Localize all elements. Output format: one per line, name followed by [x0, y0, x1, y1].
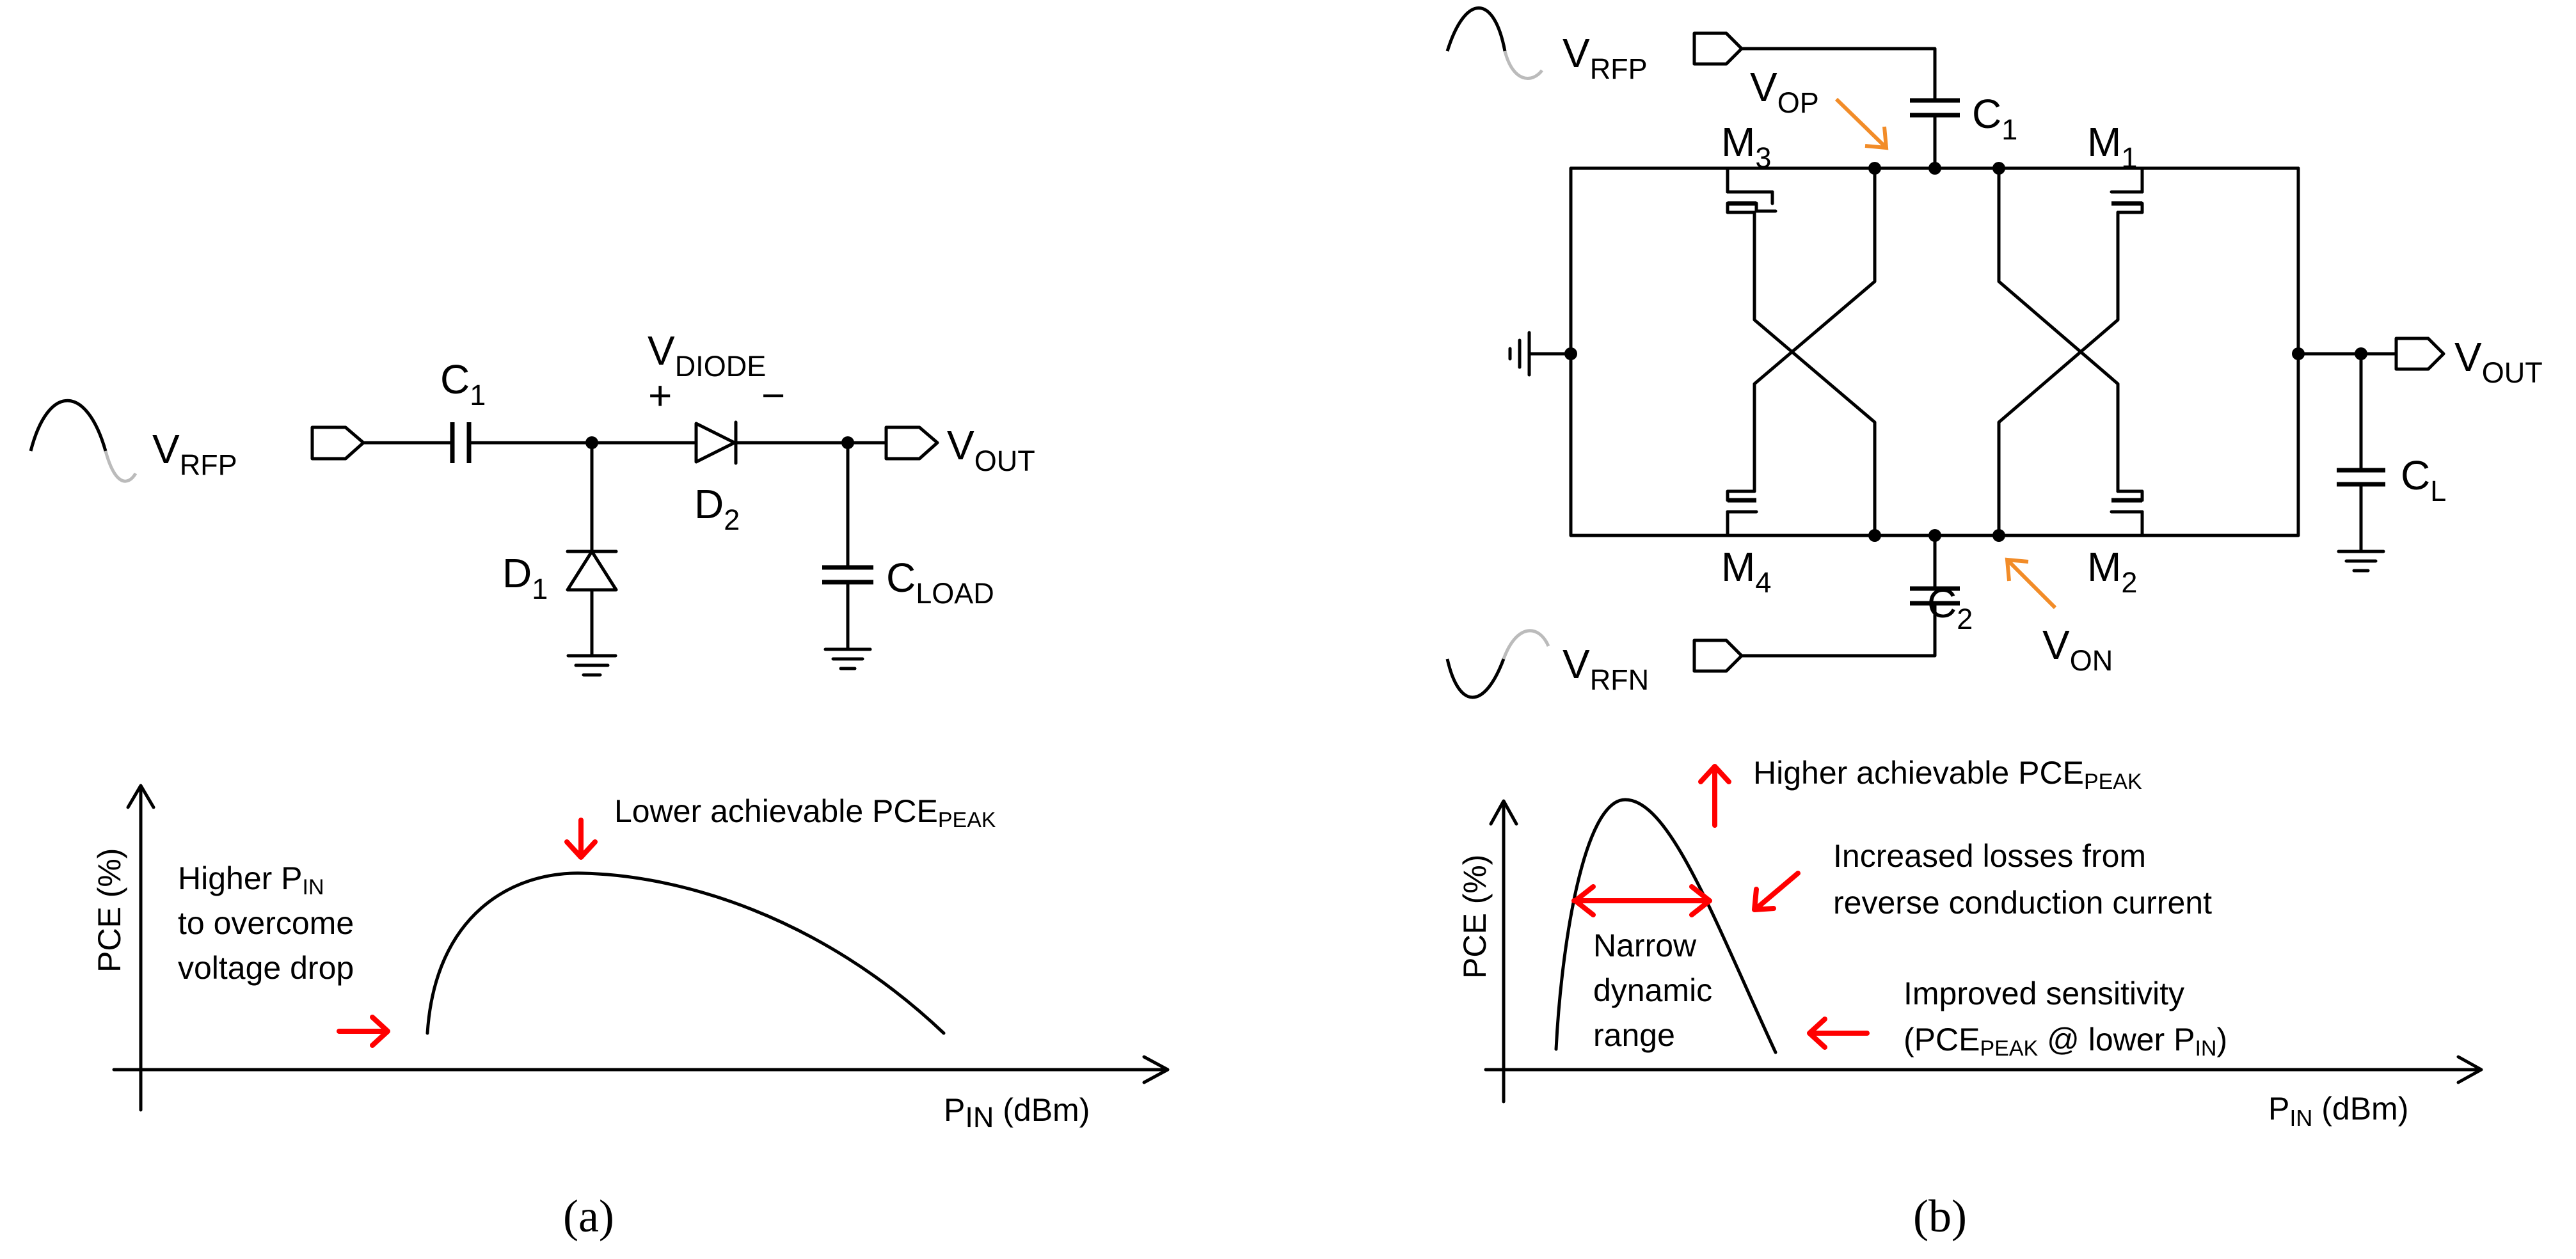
wire-vrfn	[1740, 603, 1937, 658]
ground-icon	[566, 654, 617, 677]
node-dot	[1928, 162, 1941, 175]
x-axis-arrowhead	[2456, 1055, 2483, 1084]
output-port-icon	[2394, 337, 2445, 371]
annotation-range-line3: range	[1593, 1017, 1675, 1053]
label-c1: C1	[440, 356, 486, 411]
ground-icon	[823, 647, 872, 670]
label-m2: M2	[2087, 544, 2137, 599]
annotation-sensitivity-line1: Improved sensitivity	[1904, 976, 2184, 1011]
annotation-range-line1: Narrow	[1593, 928, 1697, 963]
label-vdiode: VDIODE	[648, 328, 766, 383]
label-plus: +	[648, 372, 672, 418]
annotation-losses-line1: Increased losses from	[1833, 838, 2146, 874]
red-left-arrow-icon	[1807, 1017, 1870, 1050]
red-up-arrow-icon	[1698, 764, 1731, 828]
label-d1: D1	[502, 550, 548, 605]
input-port-p-icon	[1692, 31, 1744, 66]
label-vout: VOUT	[947, 422, 1035, 477]
cross-coupling-left	[1753, 166, 1877, 537]
vop-arrow-icon	[1834, 97, 1889, 150]
panel-b-circuit: VRFP C1 VOP	[1445, 6, 2543, 699]
ground-icon	[2337, 550, 2385, 573]
annotation-higher-pin-line1: Higher PIN	[178, 860, 324, 899]
transistor-m2	[2110, 489, 2144, 537]
ground-icon	[1508, 331, 1531, 377]
annotation-lower-peak: Lower achievable PCEPEAK	[614, 793, 996, 832]
wire-bottom-rail	[1569, 352, 2300, 537]
label-cl: CL	[2401, 452, 2446, 507]
wire-vrfp	[1740, 47, 1937, 101]
input-port-n-icon	[1692, 638, 1744, 673]
rf-sine-icon	[1445, 6, 1507, 52]
annotation-higher-pin-line3: voltage drop	[178, 950, 354, 986]
caption-b: (b)	[1913, 1191, 1967, 1242]
rf-sine-fade-icon	[1502, 629, 1550, 660]
annotation-sensitivity-line2: (PCEPEAK @ lower PIN)	[1904, 1022, 2227, 1061]
label-vrfp: VRFP	[1562, 30, 1648, 85]
x-axis-label: PIN (dBm)	[2268, 1091, 2408, 1131]
transistor-m3	[1726, 166, 1777, 214]
red-down-arrow-icon	[564, 818, 598, 860]
label-von: VON	[2042, 622, 2113, 677]
annotation-range-line2: dynamic	[1593, 972, 1712, 1008]
diode-d1-icon	[566, 550, 618, 592]
diode-d2-icon	[694, 422, 736, 464]
pce-curve	[425, 871, 946, 1035]
label-m1: M1	[2087, 119, 2137, 174]
panel-a-pce-plot: PCE (%) PIN (dBm) Lower achievable PCEPE…	[91, 784, 1170, 1134]
label-m3: M3	[1721, 119, 1771, 174]
annotation-losses-line2: reverse conduction current	[1833, 885, 2212, 921]
label-cload: CLOAD	[886, 555, 994, 610]
y-axis-arrowhead	[1489, 799, 1518, 826]
label-vrfn: VRFN	[1562, 641, 1649, 696]
rf-sine-icon	[29, 399, 107, 452]
red-right-arrow-icon	[337, 1015, 390, 1048]
annotation-higher-peak: Higher achievable PCEPEAK	[1753, 755, 2142, 794]
caption-a: (a)	[563, 1191, 614, 1242]
x-axis-label: PIN (dBm)	[944, 1092, 1090, 1134]
annotation-higher-pin-line2: to overcome	[178, 905, 354, 941]
von-arrow-icon	[2005, 557, 2057, 610]
input-port-icon	[310, 425, 365, 461]
label-vrfp: VRFP	[152, 426, 237, 481]
label-minus: −	[761, 372, 785, 418]
label-c1: C1	[1972, 91, 2017, 146]
x-axis-arrowhead	[1142, 1055, 1170, 1084]
transistor-m4	[1726, 489, 1758, 537]
y-axis-arrowhead	[126, 784, 155, 809]
y-axis-label: PCE (%)	[1457, 855, 1493, 979]
red-diag-arrow-icon	[1752, 871, 1801, 912]
rf-sine-fade-icon	[104, 450, 138, 483]
label-m4: M4	[1721, 544, 1771, 599]
wire-top-left-rail	[1569, 166, 2008, 356]
transistor-m1	[2110, 166, 2144, 214]
rf-sine-fade-icon	[1503, 51, 1543, 80]
label-c2: C2	[1927, 580, 1973, 635]
label-vout: VOUT	[2454, 334, 2543, 389]
label-d2: D2	[694, 481, 740, 536]
pce-curve	[1554, 798, 1777, 1054]
panel-a-circuit: VRFP C1 VDIODE + − D2 D1 VOUT	[29, 328, 1035, 677]
label-vop: VOP	[1750, 64, 1819, 119]
output-port-icon	[884, 425, 939, 461]
panel-b-pce-plot: PCE (%) PIN (dBm) Higher achievable PCEP…	[1457, 755, 2483, 1131]
rf-sine-icon	[1445, 658, 1506, 699]
cross-coupling-right	[1997, 166, 2120, 537]
red-double-arrow-icon	[1571, 884, 1712, 917]
y-axis-label: PCE (%)	[91, 848, 127, 972]
